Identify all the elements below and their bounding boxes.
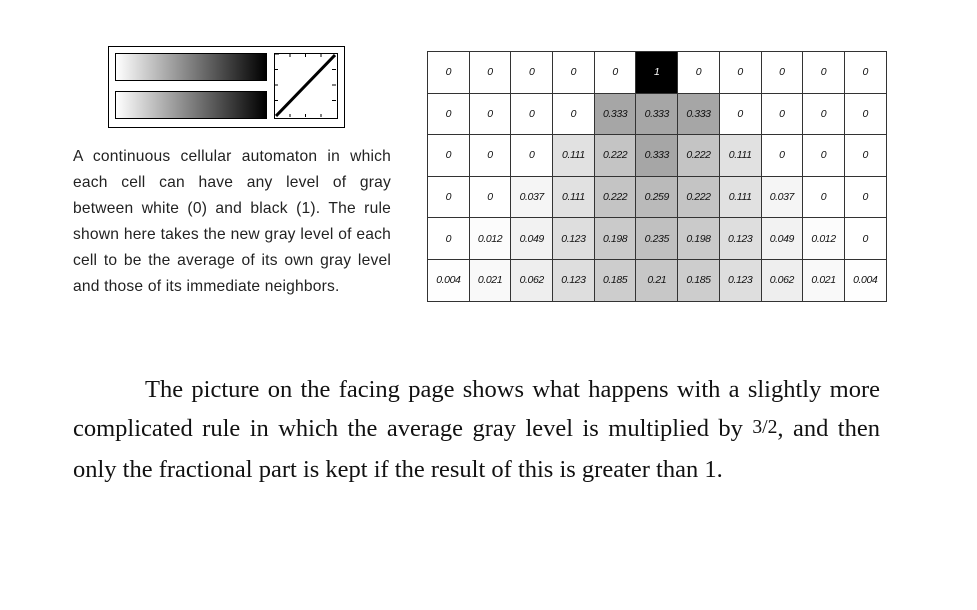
grid-cell: 0.123 [718, 258, 762, 302]
grid-cell: 0 [468, 51, 512, 94]
grid-cell: 0 [427, 217, 470, 260]
grid-cell: 0.235 [635, 217, 679, 260]
grid-cell: 0.198 [677, 217, 720, 260]
grid-cell: 0.049 [760, 217, 804, 260]
grid-cell: 0 [427, 51, 470, 94]
grid-cell: 0.012 [468, 217, 512, 260]
grid-cell: 0.111 [552, 175, 595, 219]
fraction-slash: / [762, 417, 768, 439]
grid-cell: 0.21 [635, 258, 679, 302]
identity-mapping-plot [274, 53, 338, 119]
grid-cell: 0 [843, 51, 887, 94]
grid-cell: 0.123 [552, 217, 595, 260]
grid-cell: 1 [635, 51, 679, 94]
body-paragraph: The picture on the facing page shows wha… [73, 370, 880, 489]
grid-cell: 0 [760, 92, 804, 136]
fraction-three-halves: 3/2 [752, 417, 777, 438]
fraction-numerator: 3 [752, 417, 763, 439]
grid-cell: 0.259 [635, 175, 679, 219]
grid-cell: 0 [760, 134, 804, 177]
grid-cell: 0.185 [593, 258, 637, 302]
grid-cell: 0 [843, 134, 887, 177]
gray-gradient-bar [115, 53, 267, 81]
grid-cell: 0 [802, 134, 845, 177]
grid-cell: 0 [552, 51, 595, 94]
grid-cell: 0.004 [843, 258, 887, 302]
grid-cell: 0 [843, 217, 887, 260]
grid-cell: 0.222 [593, 175, 637, 219]
grid-cell: 0.111 [718, 134, 762, 177]
grid-cell: 0 [802, 92, 845, 136]
grid-cell: 0.123 [552, 258, 595, 302]
grid-cell: 0.037 [760, 175, 804, 219]
grid-cell: 0 [843, 175, 887, 219]
grid-cell: 0 [427, 134, 470, 177]
grid-cell: 0 [760, 51, 804, 94]
grid-cell: 0 [677, 51, 720, 94]
grid-cell: 0 [802, 175, 845, 219]
rule-icon [108, 46, 345, 128]
grid-cell: 0 [427, 175, 470, 219]
grid-cell: 0 [468, 92, 512, 136]
grid-cell: 0.222 [593, 134, 637, 177]
grid-cell: 0.222 [677, 134, 720, 177]
grid-cell: 0 [510, 51, 554, 94]
grid-cell: 0.021 [468, 258, 512, 302]
grid-cell: 0 [468, 175, 512, 219]
grid-cell: 0.012 [802, 217, 845, 260]
gray-gradient-bar [115, 91, 267, 119]
grid-cell: 0 [718, 92, 762, 136]
grid-cell: 0.062 [510, 258, 554, 302]
fraction-denominator: 2 [767, 417, 778, 439]
grid-cell: 0.062 [760, 258, 804, 302]
grid-cell: 0 [802, 51, 845, 94]
body-text-after: , and then only the fractional part is k… [73, 415, 880, 483]
grid-cell: 0.111 [718, 175, 762, 219]
identity-line [275, 54, 336, 117]
grid-cell: 0 [552, 92, 595, 136]
grid-cell: 0.037 [510, 175, 554, 219]
figure-caption: A continuous cellular automaton in which… [73, 148, 391, 295]
grid-cell: 0.049 [510, 217, 554, 260]
grid-cell: 0.198 [593, 217, 637, 260]
grid-cell: 0 [510, 92, 554, 136]
grid-cell: 0.021 [802, 258, 845, 302]
grid-cell: 0 [510, 134, 554, 177]
grid-cell: 0 [593, 51, 637, 94]
grid-cell: 0.004 [427, 258, 470, 302]
grid-cell: 0.222 [677, 175, 720, 219]
grid-cell: 0 [468, 134, 512, 177]
grid-cell: 0 [843, 92, 887, 136]
grid-cell: 0.111 [552, 134, 595, 177]
grid-cell: 0.333 [677, 92, 720, 136]
grid-cell: 0 [718, 51, 762, 94]
grid-cell: 0.333 [635, 92, 679, 136]
grid-cell: 0.333 [593, 92, 637, 136]
grid-cell: 0.333 [635, 134, 679, 177]
grid-cell: 0 [427, 92, 470, 136]
grid-cell: 0.123 [718, 217, 762, 260]
body-text-before: The picture on the facing page shows wha… [73, 376, 880, 442]
grid-cell: 0.185 [677, 258, 720, 302]
